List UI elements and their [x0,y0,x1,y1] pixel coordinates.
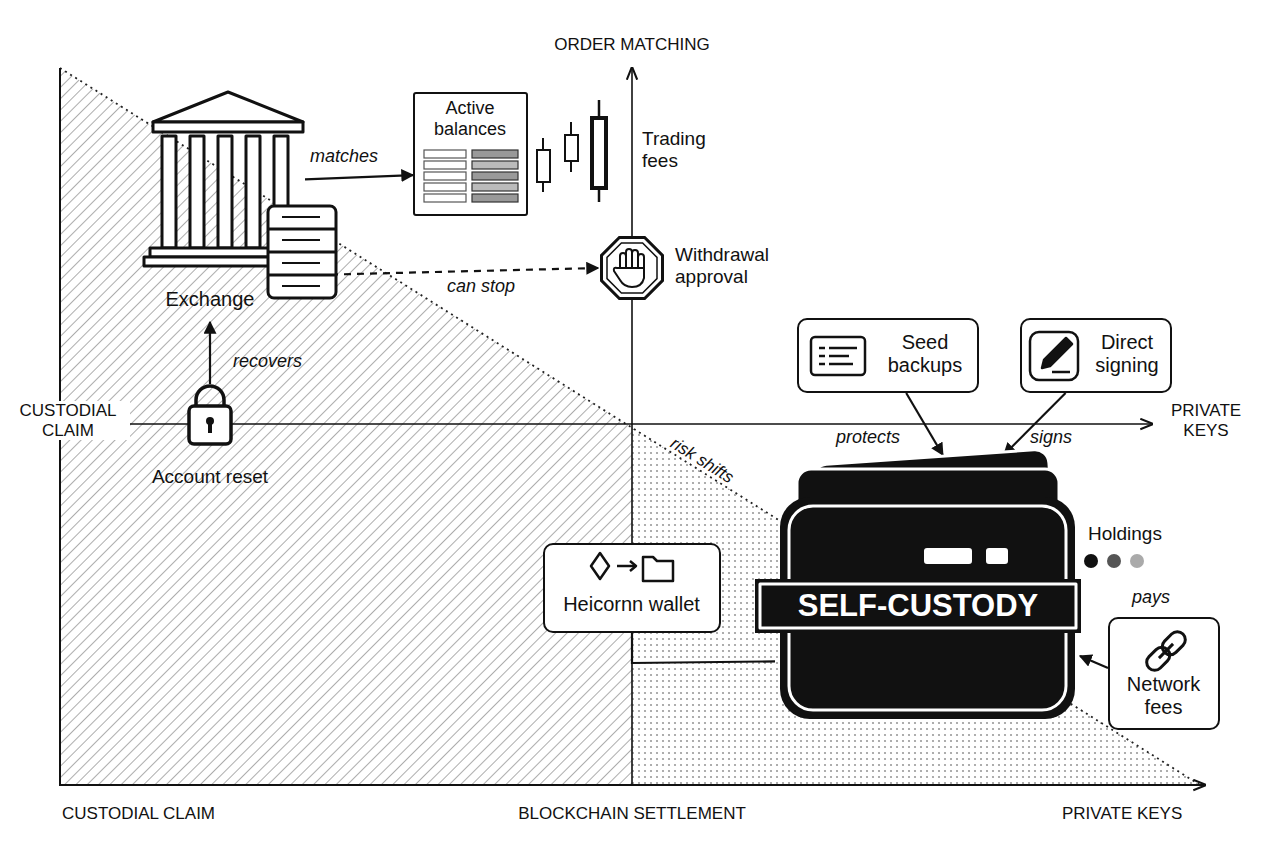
stop-hand-icon [598,234,666,302]
edge-label: matches [310,147,378,167]
node-text: Heicornn wallet [545,593,718,616]
axis-label: PRIVATE KEYS [1062,804,1182,824]
wallet-app-box: Heicornn wallet [543,543,721,633]
node-text: Direct signing [1082,331,1172,377]
node-text: Account reset [150,466,270,488]
candlestick-chart [537,100,606,202]
axis-label: Holdings [1088,523,1162,545]
seed-card-icon [799,320,879,392]
connector-arrow [1080,656,1108,668]
self-custody-wallet: SELF-CUSTODY [775,455,1080,723]
edge-label: pays [1132,588,1170,608]
pen-icon [1022,320,1086,392]
risk-diagonal [60,68,1200,785]
connector-arrow [305,175,413,179]
seed-backup-box: Seed backups [797,318,979,393]
vertical-axis [631,68,633,785]
connector-arrow [632,633,775,663]
token-folder-icon [545,545,719,589]
axis-label: PRIVATE KEYS [1158,401,1254,440]
node-text: SELF-CUSTODY [760,584,1076,628]
node-text: Active balances [415,98,525,139]
stop-sign-node: Withdrawal approval [598,234,793,302]
axis-label: ORDER MATCHING [532,35,732,55]
horizontal-axis [130,423,1152,425]
axis-label: CUSTODIAL CLAIM [6,401,130,440]
node-text: Withdrawal approval [675,244,793,288]
signing-box: Direct signing [1020,318,1172,393]
edge-label: can stop [447,277,515,297]
balances-table-box: Active balances [413,92,528,216]
holdings-dots [1084,554,1144,568]
connector-arrow [209,322,211,384]
lock-icon [160,384,260,446]
node-text: Network fees [1110,673,1217,719]
edge-label: signs [1030,428,1072,448]
connector-arrow [906,393,943,455]
custodial-hatch-region [60,68,632,785]
bank-server-icon [150,88,340,298]
dashed-connector [305,268,598,275]
chain-link-icon [1110,619,1218,679]
axis-label: Trading fees [642,128,742,172]
axis-label: CUSTODIAL CLAIM [62,804,215,824]
node-text: Exchange [150,288,270,311]
axis-label: BLOCKCHAIN SETTLEMENT [432,804,832,824]
exchange-icon-node: Exchange [150,88,305,322]
edge-label: protects [836,428,900,448]
network-fee-box: Network fees [1108,617,1220,730]
node-text: Seed backups [875,331,975,377]
edge-label: recovers [233,352,302,372]
lock-node: Account reset [160,384,260,509]
